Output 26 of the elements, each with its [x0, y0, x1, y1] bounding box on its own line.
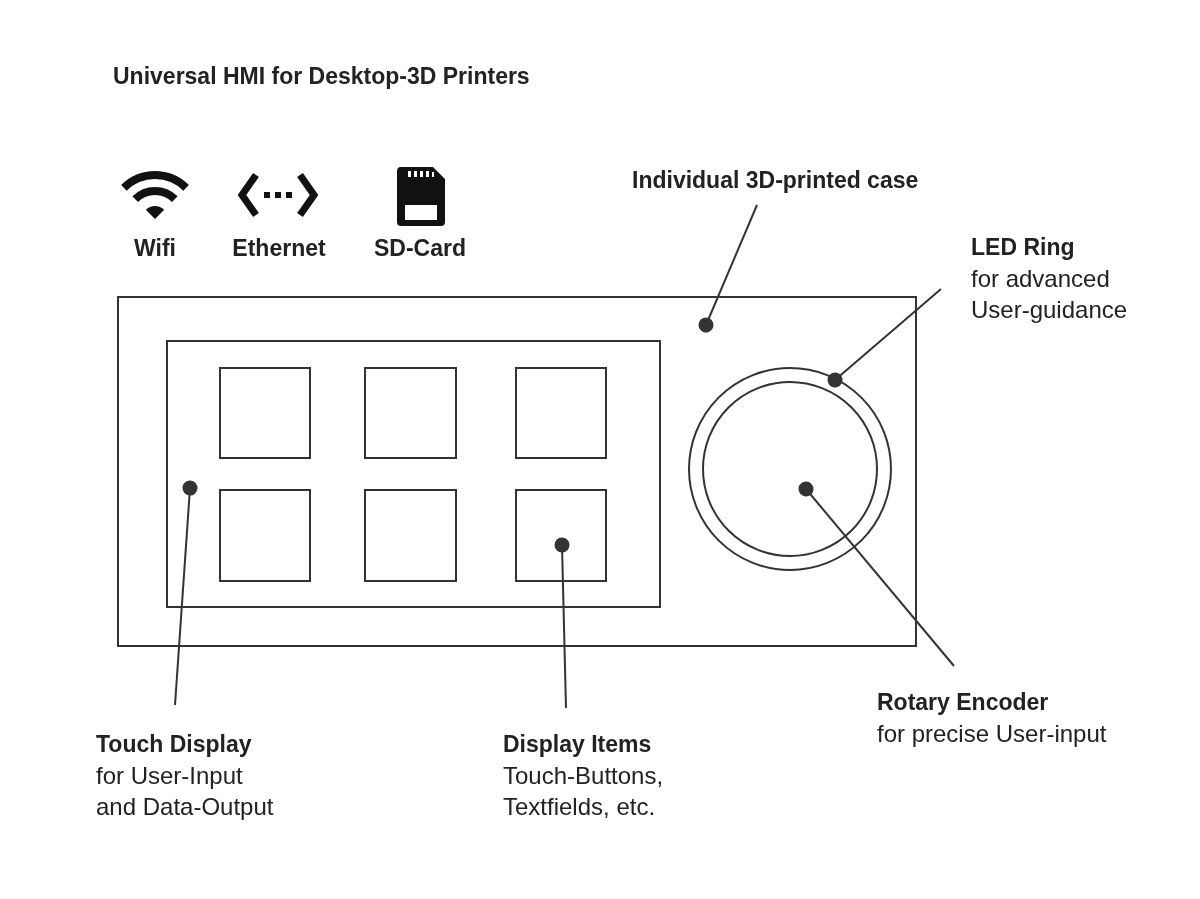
callout-text: for precise User-input — [877, 719, 1107, 749]
display-item — [364, 489, 457, 582]
leader-line — [827, 288, 942, 388]
icon-caption: Ethernet — [232, 234, 326, 262]
touch-display — [166, 340, 661, 608]
callout-text: for User-Input and Data-Output — [96, 761, 275, 822]
callout-text: for advanced User-guidance — [971, 264, 1129, 325]
callout-heading: LED Ring — [971, 233, 1075, 262]
leader-line — [798, 481, 955, 667]
display-item — [364, 367, 457, 459]
display-item — [515, 489, 607, 582]
leader-line — [554, 537, 570, 709]
display-item — [515, 367, 607, 459]
display-item — [219, 367, 311, 459]
icon-caption: SD-Card — [374, 234, 466, 262]
leader-line — [174, 480, 198, 706]
leader-line — [698, 204, 758, 333]
display-item — [219, 489, 311, 582]
icon-caption: Wifi — [134, 234, 176, 262]
callout-text: Touch-Buttons, Textfields, etc. — [503, 761, 665, 822]
callout-heading: Touch Display — [96, 730, 252, 759]
device-case — [117, 296, 917, 647]
callout-heading: Individual 3D-printed case — [632, 166, 919, 195]
callout-heading: Display Items — [503, 730, 652, 759]
callout-heading: Rotary Encoder — [877, 688, 1049, 717]
diagram-title: Universal HMI for Desktop-3D Printers — [113, 62, 530, 90]
